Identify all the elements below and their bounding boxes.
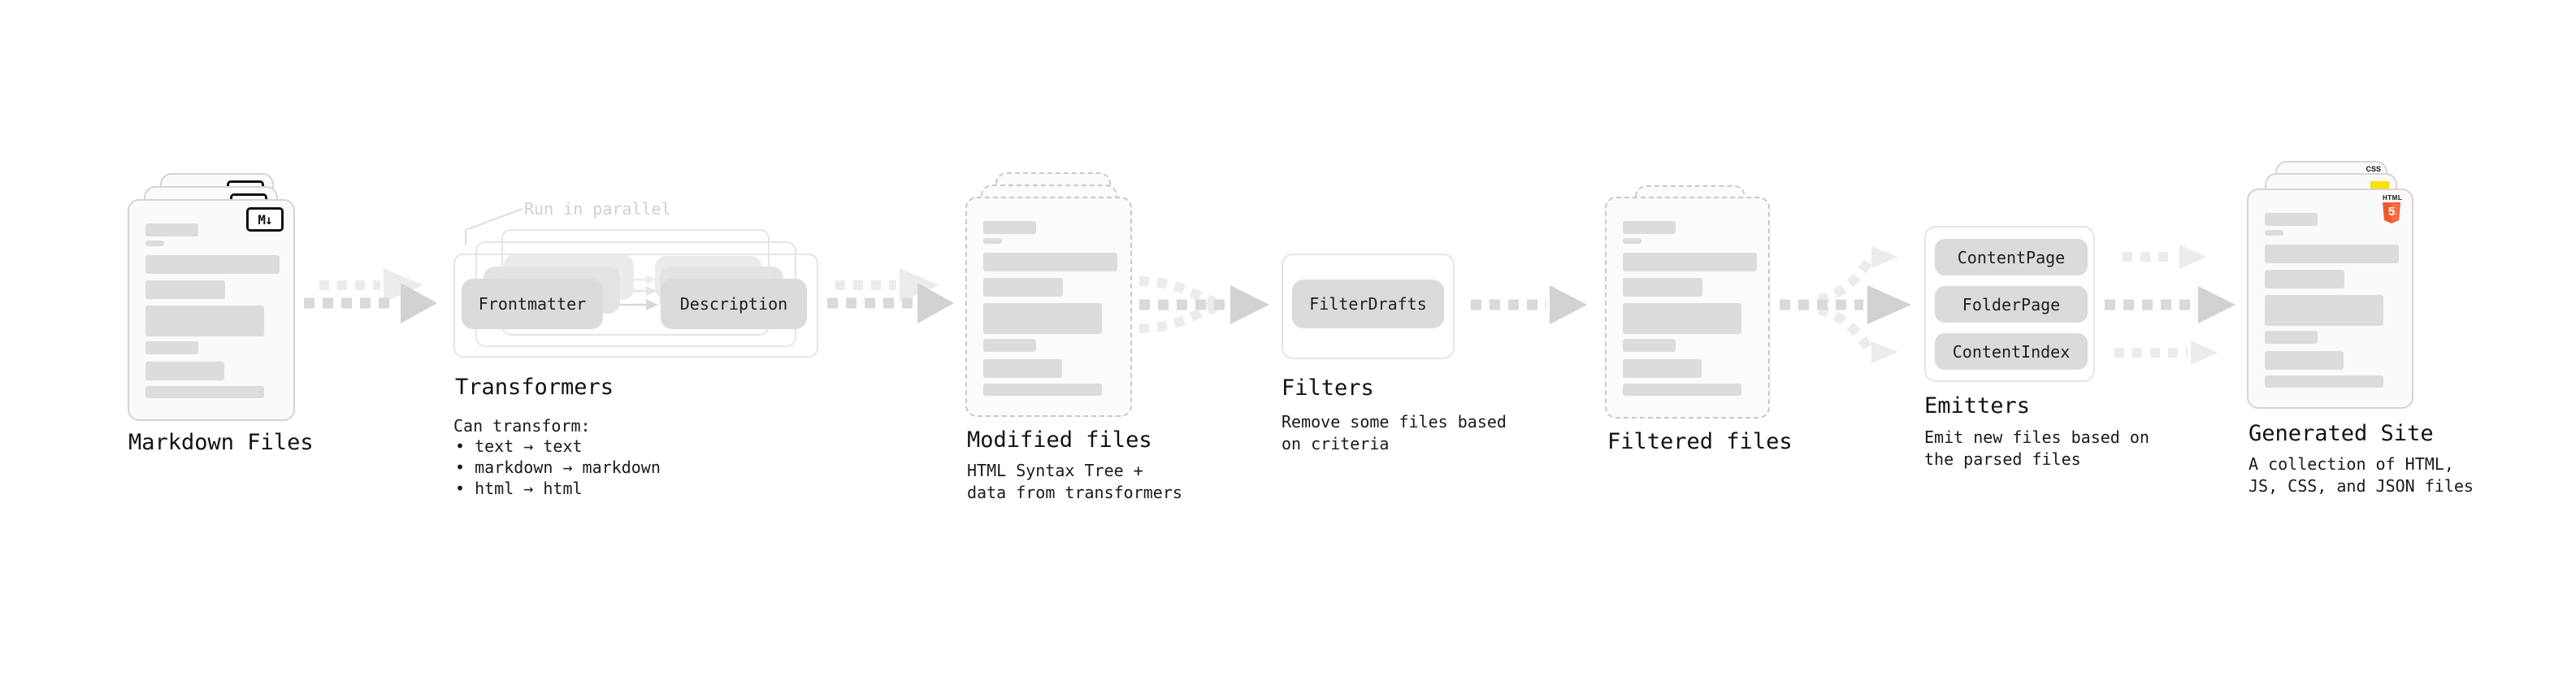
- text-line-placeholder: [1623, 339, 1676, 352]
- html5-icon-word: HTML: [2383, 194, 2403, 202]
- css-icon-label: CSS: [2366, 165, 2381, 173]
- bullet-item: • markdown → markdown: [455, 458, 661, 477]
- transformers-bullet-list: • text → text • markdown → markdown • ht…: [455, 436, 661, 499]
- description-line: A collection of HTML,: [2249, 454, 2454, 474]
- text-line-placeholder: [145, 362, 224, 380]
- description-line: HTML Syntax Tree +: [967, 461, 1143, 480]
- description-line: Emit new files based on: [1924, 427, 2149, 447]
- text-line-placeholder: [2265, 270, 2344, 288]
- arrow-emitters-to-generated: [2105, 245, 2236, 365]
- text-line-placeholder: [983, 253, 1117, 271]
- emitters-description: Emit new files based on the parsed files: [1924, 427, 2149, 471]
- text-line-placeholder: [983, 221, 1036, 234]
- filtered-file-card-front: [1605, 197, 1770, 419]
- generated-site-description: A collection of HTML, JS, CSS, and JSON …: [2249, 453, 2474, 497]
- stage-label-markdown-files: Markdown Files: [128, 430, 314, 455]
- text-line-placeholder: [983, 303, 1102, 334]
- html5-icon-shield: 5: [2383, 202, 2400, 223]
- description-line: JS, CSS, and JSON files: [2249, 476, 2474, 496]
- contentindex-pill: ContentIndex: [1935, 333, 2088, 370]
- generated-html-file-card: HTML 5: [2247, 189, 2413, 409]
- text-line-placeholder: [2265, 230, 2283, 236]
- document-text-placeholder: [145, 223, 280, 398]
- text-line-placeholder: [983, 278, 1063, 297]
- arrow-transformers-to-modified: [827, 268, 954, 323]
- description-line: on criteria: [1281, 434, 1390, 453]
- document-text-placeholder: [1623, 221, 1757, 396]
- bullet-item: • text → text: [455, 436, 583, 456]
- arrow-filtered-to-emitters: [1780, 246, 1911, 363]
- text-line-placeholder: [145, 241, 164, 246]
- text-line-placeholder: [145, 255, 280, 274]
- stage-label-modified-files: Modified files: [967, 427, 1152, 453]
- text-line-placeholder: [1623, 221, 1676, 234]
- stage-label-generated-site: Generated Site: [2249, 421, 2434, 446]
- filterdrafts-pill: FilterDrafts: [1292, 280, 1444, 328]
- document-text-placeholder: [2265, 213, 2399, 388]
- filters-description: Remove some files based on criteria: [1281, 411, 1507, 455]
- markdown-file-card-front: M↓: [128, 199, 295, 421]
- folderpage-pill: FolderPage: [1935, 286, 2088, 323]
- text-line-placeholder: [2265, 331, 2318, 344]
- text-line-placeholder: [983, 359, 1062, 378]
- document-text-placeholder: [983, 221, 1117, 396]
- description-line: Remove some files based: [1281, 412, 1507, 432]
- arrow-markdown-to-transformers: [304, 268, 437, 323]
- contentpage-pill: ContentPage: [1935, 239, 2088, 275]
- transformer-frame-front: [453, 254, 818, 358]
- stage-label-filters: Filters: [1281, 375, 1374, 401]
- emitters-frame: ContentPage FolderPage ContentIndex: [1924, 226, 2095, 382]
- text-line-placeholder: [145, 280, 225, 299]
- arrow-modified-to-filters: [1138, 276, 1269, 333]
- description-line: data from transformers: [967, 483, 1182, 502]
- text-line-placeholder: [145, 341, 198, 354]
- bullet-item: • html → html: [455, 479, 583, 498]
- text-line-placeholder: [1623, 278, 1702, 297]
- text-line-placeholder: [983, 339, 1036, 352]
- text-line-placeholder: [1623, 303, 1741, 334]
- filters-frame: [1281, 254, 1455, 359]
- description-line: the parsed files: [1924, 449, 2081, 469]
- modified-file-card-front: [965, 197, 1132, 417]
- stage-label-transformers: Transformers: [455, 375, 614, 400]
- js-file-icon: [2370, 181, 2389, 190]
- text-line-placeholder: [2265, 245, 2399, 263]
- modified-files-description: HTML Syntax Tree + data from transformer…: [967, 460, 1182, 504]
- text-line-placeholder: [1623, 253, 1757, 271]
- description-pill: Description: [661, 279, 807, 329]
- run-in-parallel-leader-line: [465, 208, 523, 245]
- stage-label-emitters: Emitters: [1924, 393, 2031, 419]
- text-line-placeholder: [145, 386, 264, 398]
- html5-icon-number: 5: [2387, 205, 2396, 219]
- text-line-placeholder: [2265, 375, 2383, 388]
- arrow-filters-to-filtered: [1471, 285, 1587, 324]
- markdown-icon: M↓: [246, 207, 284, 232]
- text-line-placeholder: [1623, 238, 1641, 244]
- text-line-placeholder: [2265, 213, 2318, 226]
- run-in-parallel-annotation: Run in parallel: [524, 199, 671, 219]
- text-line-placeholder: [145, 223, 198, 236]
- text-line-placeholder: [983, 384, 1102, 396]
- text-line-placeholder: [2265, 295, 2383, 326]
- transformers-caption: Can transform:: [453, 416, 591, 436]
- stage-label-filtered-files: Filtered files: [1607, 429, 1793, 454]
- text-line-placeholder: [1623, 359, 1702, 378]
- text-line-placeholder: [2265, 351, 2344, 370]
- frontmatter-pill: Frontmatter: [462, 279, 603, 329]
- text-line-placeholder: [983, 238, 1002, 244]
- text-line-placeholder: [145, 306, 264, 336]
- html5-icon: HTML 5: [2383, 194, 2403, 223]
- text-line-placeholder: [1623, 384, 1741, 396]
